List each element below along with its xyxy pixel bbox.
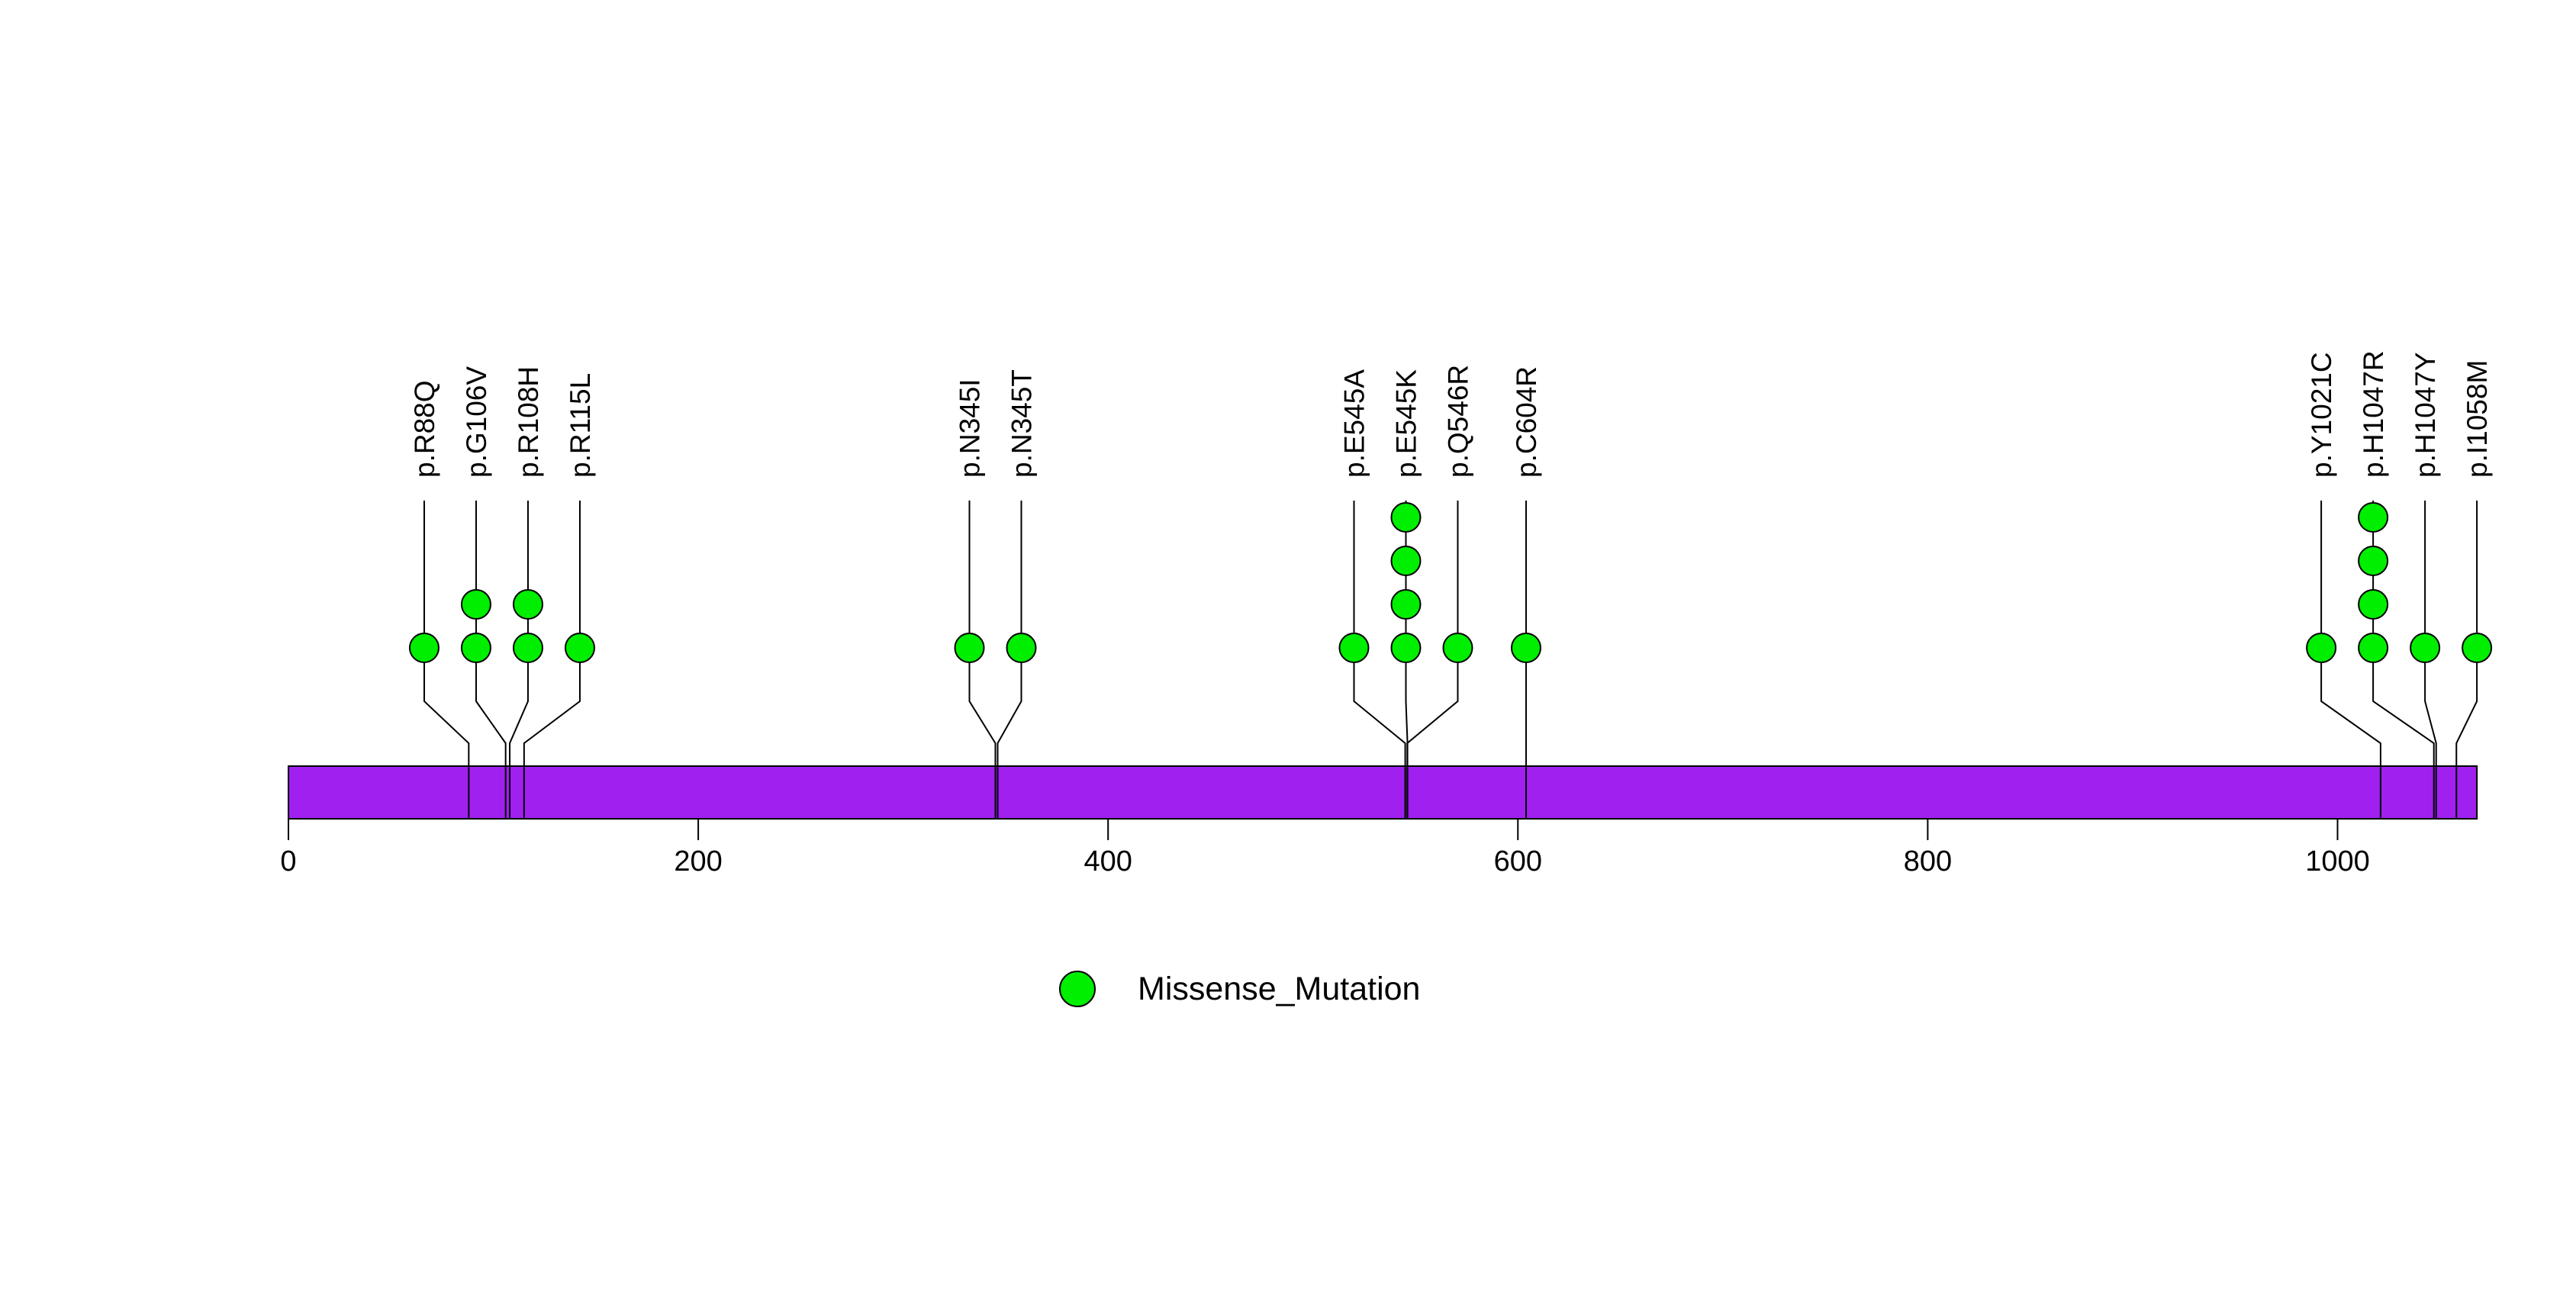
mutation-circle	[460, 589, 491, 620]
plot-canvas: 0 200 400 600 800 1000 p.R88Q p.G106V p.R108H p.R…	[280, 350, 2493, 878]
mutation-circle	[512, 589, 543, 620]
mutation-lollipop: p.H1047Y	[2410, 352, 2441, 819]
mutation-connector-line	[423, 501, 470, 819]
mutation-connector-line	[2424, 501, 2437, 819]
mutation-circle	[1390, 589, 1422, 620]
mutation-circle	[2306, 633, 2337, 663]
mutation-circle	[2462, 633, 2493, 663]
mutation-lollipop: p.R108H	[509, 366, 544, 819]
mutation-circle	[1390, 546, 1422, 576]
x-axis-tick-label: 0	[280, 845, 296, 878]
mutation-label: p.R115L	[565, 373, 596, 478]
mutation-lollipop: p.N345I	[954, 378, 997, 819]
mutation-label: p.Y1021C	[2306, 352, 2337, 478]
mutation-connector-line	[523, 501, 581, 819]
mutation-connector-line	[2320, 501, 2381, 819]
x-axis-tick-label: 800	[1904, 845, 1952, 878]
mutation-label: p.H1047Y	[2410, 352, 2441, 478]
mutation-circle	[408, 633, 440, 663]
mutation-lollipop: p.I1058M	[2455, 360, 2493, 819]
mutation-circle	[564, 633, 595, 663]
mutation-label: p.C604R	[1511, 366, 1542, 478]
mutation-label: p.E545A	[1338, 369, 1370, 478]
mutation-label: p.N345I	[954, 378, 985, 478]
mutation-lollipop: p.R88Q	[408, 380, 470, 819]
mutation-circle	[2358, 546, 2389, 576]
mutation-connector-line	[2455, 501, 2478, 819]
mutation-lollipop: p.N345T	[997, 369, 1037, 819]
legend-label: Missense_Mutation	[1138, 971, 1421, 1007]
mutation-connector-line	[1406, 501, 1459, 819]
legend-swatch-circle	[1059, 971, 1096, 1007]
x-axis-tick-label: 400	[1084, 845, 1132, 878]
mutation-lollipop: p.G106V	[460, 366, 507, 819]
mutation-lollipop: p.E545K	[1390, 369, 1422, 819]
mutation-lollipop: p.C604R	[1511, 366, 1542, 819]
mutation-lollipop: p.Q546R	[1406, 365, 1473, 819]
mutation-lollipop: p.E545A	[1338, 369, 1406, 819]
mutation-circle	[2358, 502, 2389, 533]
protein-bar	[288, 765, 2478, 820]
mutation-circle	[1511, 633, 1542, 663]
mutation-lollipop: p.R115L	[523, 373, 596, 819]
mutation-label: p.R88Q	[409, 380, 440, 478]
mutation-label: p.Q546R	[1442, 365, 1473, 478]
mutation-circle	[954, 633, 985, 663]
mutation-circle	[512, 633, 543, 663]
x-axis-tick-label: 600	[1494, 845, 1542, 878]
x-axis-tick-label: 1000	[2305, 845, 2370, 878]
mutation-circle	[2410, 633, 2441, 663]
x-axis-tick-label: 200	[674, 845, 722, 878]
mutation-label: p.N345T	[1006, 369, 1037, 478]
legend: Missense_Mutation	[1059, 971, 1420, 1007]
mutation-label: p.E545K	[1390, 369, 1422, 478]
mutation-circle	[1338, 633, 1370, 663]
mutation-connector-line	[968, 501, 997, 819]
mutation-lollipop: p.Y1021C	[2306, 352, 2381, 819]
x-axis: 0 200 400 600 800 1000	[280, 819, 2370, 878]
mutation-label: p.R108H	[513, 366, 544, 478]
mutation-connector-line	[1353, 501, 1406, 819]
mutation-connector-line	[997, 501, 1022, 819]
lollipop-mutation-plot: 0 200 400 600 800 1000 p.R88Q p.G106V p.R108H p.R…	[31, 12, 2576, 1302]
mutation-circle	[2358, 633, 2389, 663]
mutation-lollipop: p.H1047R	[2358, 350, 2435, 819]
mutation-circle	[460, 633, 491, 663]
mutation-circle	[2358, 589, 2389, 620]
mutation-label: p.H1047R	[2358, 350, 2389, 478]
mutation-label: p.I1058M	[2462, 360, 2493, 478]
mutation-circle	[1390, 633, 1422, 663]
mutation-label: p.G106V	[461, 366, 492, 478]
mutation-circle	[1006, 633, 1037, 663]
mutation-circle	[1390, 502, 1422, 533]
mutation-circle	[1442, 633, 1473, 663]
